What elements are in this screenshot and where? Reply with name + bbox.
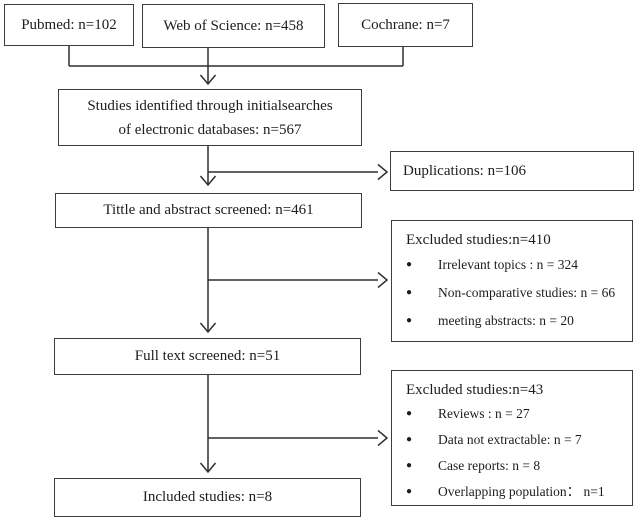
excluded-410-item-label: meeting abstracts: n = 20 bbox=[438, 312, 574, 328]
arrowhead-right-excluded-410 bbox=[377, 271, 389, 289]
box-web-of-science: Web of Science: n=458 bbox=[142, 4, 325, 48]
bullet-icon: ● bbox=[406, 259, 413, 270]
pubmed-label: Pubmed: n=102 bbox=[21, 16, 117, 33]
box-excluded-studies-43: Excluded studies:n=43 ● Reviews : n = 27… bbox=[391, 370, 633, 506]
excluded-410-title: Excluded studies:n=410 bbox=[406, 232, 551, 248]
arrowhead-right-duplications bbox=[377, 163, 389, 181]
bullet-icon: ● bbox=[406, 315, 413, 326]
box-included-studies: Included studies: n=8 bbox=[54, 478, 361, 517]
box-full-text-screened: Full text screened: n=51 bbox=[54, 338, 361, 375]
arrowhead-down-fulltext bbox=[199, 322, 217, 334]
duplications-label: Duplications: n=106 bbox=[403, 162, 527, 179]
excluded-43-item-label: Case reports: n = 8 bbox=[438, 457, 541, 473]
arrowhead-right-excluded-43 bbox=[377, 429, 389, 447]
box-cochrane: Cochrane: n=7 bbox=[338, 3, 473, 47]
cochrane-label: Cochrane: n=7 bbox=[361, 16, 450, 33]
studies-identified-line2: of electronic databases: n=567 bbox=[118, 121, 302, 138]
list-item: ● Irrelevant topics : n = 324 bbox=[406, 251, 626, 279]
excluded-43-list: ● Reviews : n = 27 ● Data not extractabl… bbox=[406, 401, 626, 505]
arrowhead-down-screened bbox=[199, 175, 217, 187]
studies-identified-line1: Studies identified through initialsearch… bbox=[87, 97, 333, 114]
box-excluded-studies-410: Excluded studies:n=410 ● Irrelevant topi… bbox=[391, 220, 633, 342]
list-item: ● Reviews : n = 27 bbox=[406, 401, 626, 427]
excluded-43-item-label: Overlapping population： n=1 bbox=[438, 483, 605, 499]
excluded-43-item-label: Reviews : n = 27 bbox=[438, 405, 530, 421]
bullet-icon: ● bbox=[406, 460, 413, 471]
list-item: ● Overlapping population： n=1 bbox=[406, 479, 626, 505]
web-of-science-label: Web of Science: n=458 bbox=[163, 17, 304, 34]
box-studies-identified: Studies identified through initialsearch… bbox=[58, 89, 362, 146]
box-pubmed: Pubmed: n=102 bbox=[4, 4, 134, 46]
list-item: ● Case reports: n = 8 bbox=[406, 453, 626, 479]
excluded-410-list: ● Irrelevant topics : n = 324 ● Non-comp… bbox=[406, 251, 626, 335]
list-item: ● meeting abstracts: n = 20 bbox=[406, 307, 626, 335]
included-studies-label: Included studies: n=8 bbox=[142, 489, 273, 506]
arrowhead-down-included bbox=[199, 462, 217, 474]
bullet-icon: ● bbox=[406, 486, 413, 497]
full-text-screened-label: Full text screened: n=51 bbox=[134, 348, 281, 365]
list-item: ● Data not extractable: n = 7 bbox=[406, 427, 626, 453]
bullet-icon: ● bbox=[406, 287, 413, 298]
excluded-410-item-label: Non-comparative studies: n = 66 bbox=[438, 284, 616, 300]
box-duplications: Duplications: n=106 bbox=[390, 151, 634, 191]
excluded-43-item-label: Data not extractable: n = 7 bbox=[438, 431, 582, 447]
title-abstract-screened-label: Tittle and abstract screened: n=461 bbox=[103, 202, 314, 219]
list-item: ● Non-comparative studies: n = 66 bbox=[406, 279, 626, 307]
bullet-icon: ● bbox=[406, 434, 413, 445]
box-title-abstract-screened: Tittle and abstract screened: n=461 bbox=[55, 193, 362, 228]
arrowhead-down-identified bbox=[199, 74, 217, 86]
excluded-410-item-label: Irrelevant topics : n = 324 bbox=[438, 256, 578, 272]
bullet-icon: ● bbox=[406, 408, 413, 419]
excluded-43-title: Excluded studies:n=43 bbox=[406, 382, 544, 398]
